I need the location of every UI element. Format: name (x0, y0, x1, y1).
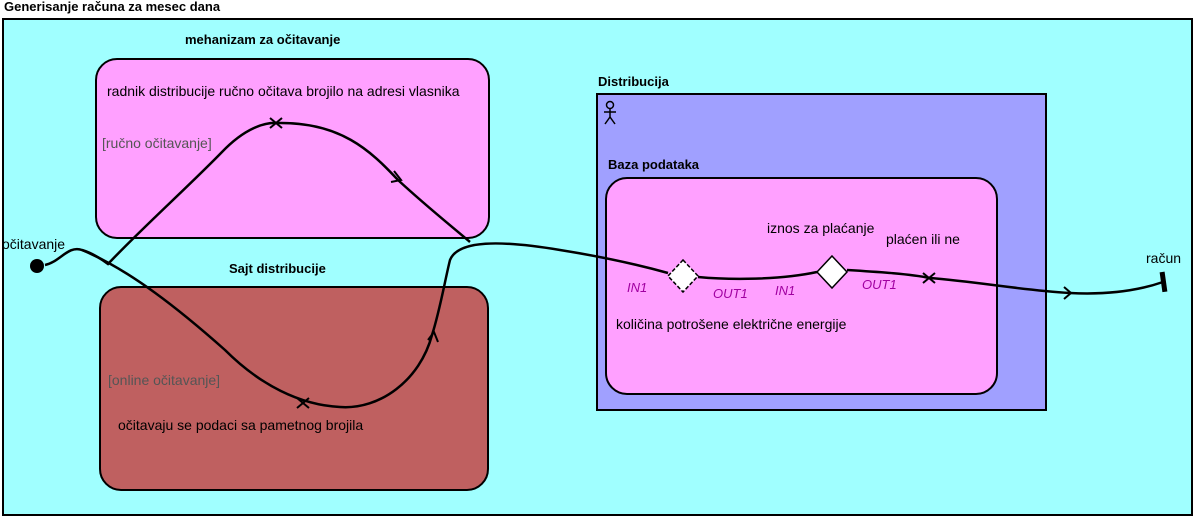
decision-node-2[interactable] (815, 254, 849, 290)
pin-out-2: OUT1 (862, 277, 897, 292)
cross-marker-online (296, 397, 310, 409)
manual-reading-guard: [ručno očitavanje] (102, 135, 212, 151)
start-label: očitavanje (2, 236, 66, 252)
main-flow (697, 268, 1164, 295)
consumption-label: količina potrošene električne energije (616, 316, 847, 332)
end-label: račun (1146, 250, 1182, 266)
actor-icon (604, 100, 616, 125)
decision-node-1[interactable] (666, 258, 700, 294)
cross-marker-manual (269, 117, 283, 129)
arrowhead-online (427, 329, 439, 343)
website-state[interactable] (99, 286, 489, 491)
manual-reading-flow (44, 121, 471, 267)
website-title: Sajt distribucije (229, 261, 326, 276)
pin-out-1: OUT1 (713, 286, 748, 301)
cross-marker-paid (922, 272, 936, 284)
mechanism-title: mehanizam za očitavanje (185, 32, 341, 47)
arrowhead-end (1063, 286, 1073, 300)
end-node[interactable] (1159, 271, 1168, 293)
pin-in-1: IN1 (627, 280, 648, 295)
distribution-title: Distribucija (598, 74, 669, 89)
arrowhead-manual (390, 170, 403, 183)
start-node[interactable] (30, 259, 44, 273)
website-text: očitavaju se podaci sa pametnog brojila (118, 417, 364, 433)
database-title: Baza podataka (608, 157, 700, 172)
diagram-title: Generisanje računa za mesec dana (4, 0, 221, 14)
mechanism-text: radnik distribucije ručno očitava brojil… (107, 83, 460, 99)
pin-in-2: IN1 (775, 283, 796, 298)
online-reading-flow (81, 242, 669, 409)
online-reading-guard: [online očitavanje] (108, 372, 221, 388)
mechanism-state[interactable] (95, 58, 490, 239)
database-state[interactable] (605, 177, 998, 395)
amount-label: iznos za plaćanje (767, 220, 875, 236)
paid-label: plaćen ili ne (886, 231, 960, 247)
